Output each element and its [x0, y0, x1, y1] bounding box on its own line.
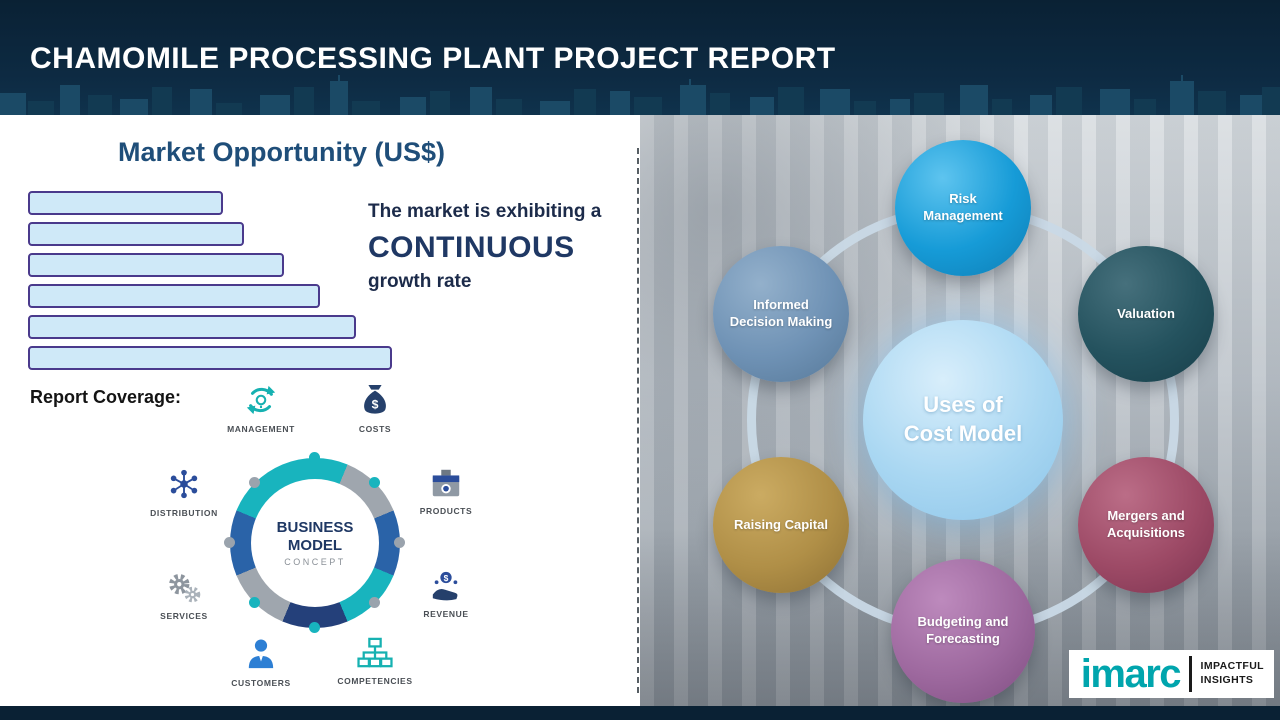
growth-line-3: growth rate — [368, 271, 472, 292]
circle-mergers-acquisitions: Mergers and Acquisitions — [1078, 457, 1214, 593]
growth-text-block: The market is exhibiting a CONTINUOUS gr… — [368, 201, 638, 293]
gears-icon — [167, 570, 201, 609]
circle-raising-capital: Raising Capital — [713, 457, 849, 593]
ring-node-dot — [369, 477, 380, 488]
city-skyline-graphic — [0, 75, 1280, 115]
bm-label-products: PRODUCTS — [419, 506, 473, 516]
circle-valuation: Valuation — [1078, 246, 1214, 382]
bm-label-customers: CUSTOMERS — [231, 678, 291, 688]
market-bar — [28, 315, 356, 339]
center-line-1: Uses of — [923, 392, 1003, 418]
circle-label: Raising Capital — [734, 516, 828, 532]
circle-label: Valuation — [1117, 305, 1175, 321]
circle-uses-of-cost-model: Uses of Cost Model — [863, 320, 1063, 520]
tagline-line-2: INSIGHTS — [1200, 674, 1254, 686]
person-icon — [246, 637, 276, 676]
growth-line-1: The market is exhibiting a — [368, 201, 602, 222]
package-icon — [429, 467, 463, 504]
bm-item-revenue: $ REVENUE — [408, 570, 484, 619]
bm-label-distribution: DISTRIBUTION — [150, 508, 218, 518]
logo-divider — [1189, 656, 1192, 692]
ring-node-dot — [249, 597, 260, 608]
market-opportunity-title: Market Opportunity (US$) — [118, 137, 446, 167]
circle-budgeting-forecasting: Budgeting and Forecasting — [891, 559, 1035, 703]
bm-label-revenue: REVENUE — [423, 609, 469, 619]
right-panel: Risk Management Valuation Mergers and Ac… — [640, 115, 1280, 706]
market-bar — [28, 222, 245, 246]
bm-item-products: PRODUCTS — [408, 467, 484, 516]
logo-tagline: IMPACTFUL INSIGHTS — [1201, 660, 1264, 687]
hand-coin-icon: $ — [429, 570, 463, 607]
market-bar — [28, 346, 392, 370]
circle-label: Budgeting and Forecasting — [917, 614, 1009, 646]
ring-node-dot — [249, 477, 260, 488]
ring-node-dot — [309, 622, 320, 633]
ring-node-dot — [309, 452, 320, 463]
tagline-line-1: IMPACTFUL — [1200, 660, 1264, 673]
svg-text:$: $ — [444, 573, 449, 583]
business-model-center: BUSINESS MODEL CONCEPT — [251, 479, 379, 607]
bm-label-competencies: COMPETENCIES — [337, 676, 413, 686]
bm-center-line1: BUSINESS — [276, 519, 354, 537]
circle-informed-decision-making: Informed Decision Making — [713, 246, 849, 382]
circle-label: Risk Management — [923, 191, 1003, 223]
imarc-wordmark: imarc — [1080, 652, 1182, 696]
org-chart-icon — [357, 637, 393, 674]
market-bar — [28, 191, 223, 215]
money-bag-icon: $ — [359, 383, 391, 422]
imarc-logo: imarc IMPACTFUL INSIGHTS — [1068, 650, 1274, 698]
left-panel: Market Opportunity (US$) The market is e… — [0, 115, 640, 706]
circle-label: Informed Decision Making — [729, 297, 833, 329]
bm-item-competencies: COMPETENCIES — [337, 637, 413, 686]
header: CHAMOMILE PROCESSING PLANT PROJECT REPOR… — [0, 0, 1280, 115]
bm-label-services: SERVICES — [160, 611, 208, 621]
footer-bar — [0, 706, 1280, 720]
market-bar — [28, 284, 320, 308]
ring-node-dot — [369, 597, 380, 608]
recycle-icon — [244, 383, 278, 422]
market-bars — [28, 191, 408, 377]
bm-center-line2: MODEL — [287, 536, 343, 554]
growth-emphasis: CONTINUOUS — [368, 231, 575, 264]
circle-risk-management: Risk Management — [895, 140, 1031, 276]
bm-item-customers: CUSTOMERS — [223, 637, 299, 688]
bm-item-services: SERVICES — [146, 570, 222, 621]
bm-item-management: MANAGEMENT — [223, 383, 299, 434]
dashed-divider — [637, 148, 639, 693]
bm-label-costs: COSTS — [358, 424, 392, 434]
bm-label-management: MANAGEMENT — [227, 424, 295, 434]
market-bar — [28, 253, 284, 277]
network-icon — [167, 467, 201, 506]
center-circle-label: Uses of Cost Model — [888, 391, 1039, 448]
report-coverage-label: Report Coverage: — [30, 387, 182, 407]
bm-center-line3: CONCEPT — [284, 556, 346, 567]
bm-item-costs: $ COSTS — [337, 383, 413, 434]
ring-node-dot — [394, 537, 405, 548]
page-title: CHAMOMILE PROCESSING PLANT PROJECT REPOR… — [30, 42, 836, 75]
circle-label: Mergers and Acquisitions — [1106, 508, 1185, 540]
center-line-2: Cost Model — [903, 421, 1023, 446]
ring-node-dot — [224, 537, 235, 548]
bm-item-distribution: DISTRIBUTION — [146, 467, 222, 518]
svg-text:$: $ — [372, 397, 379, 411]
